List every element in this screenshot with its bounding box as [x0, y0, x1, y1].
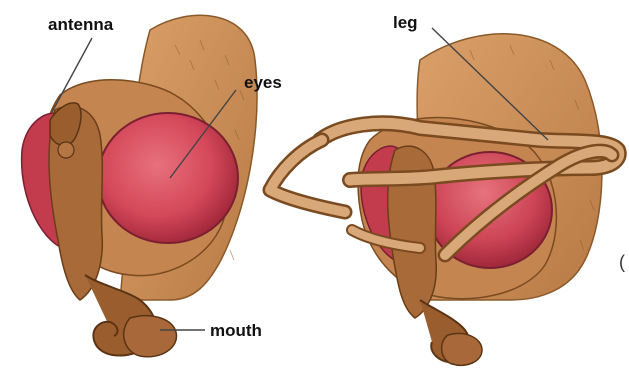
label-leg: leg	[393, 13, 418, 32]
left-proboscis-lobe	[124, 316, 177, 357]
left-compound-eye	[98, 113, 238, 243]
left-antenna-tip	[58, 142, 74, 158]
right-head: (	[270, 34, 625, 365]
label-antenna: antenna	[48, 15, 114, 34]
edge-bracket: (	[619, 252, 625, 272]
label-mouth: mouth	[210, 321, 262, 340]
label-eyes: eyes	[244, 73, 282, 92]
left-head	[22, 15, 257, 356]
right-proboscis-lobe	[442, 333, 482, 365]
